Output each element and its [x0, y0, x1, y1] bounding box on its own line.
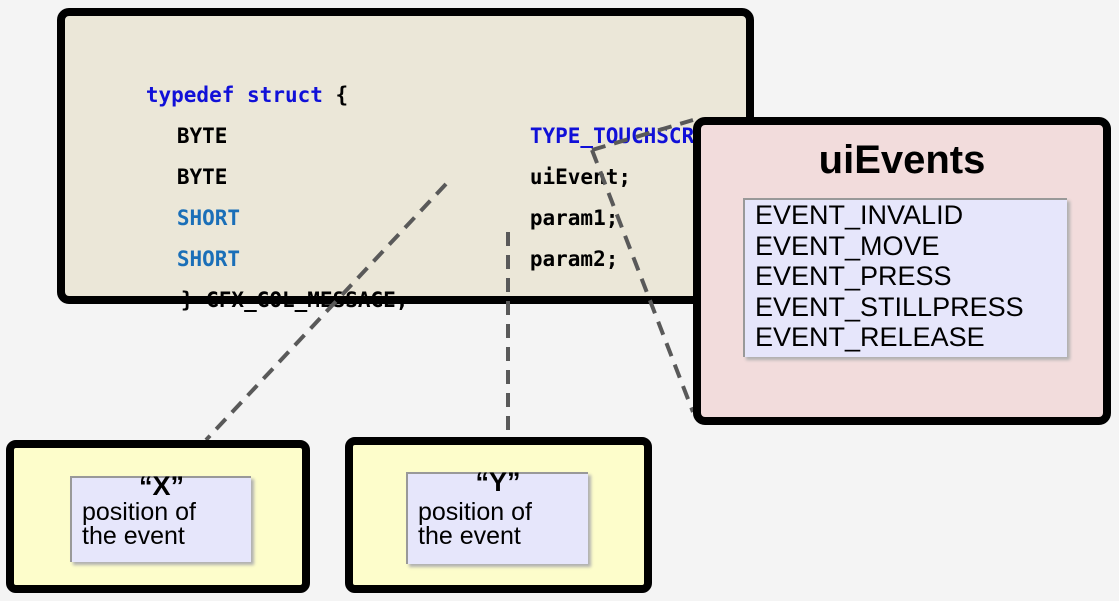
ui-events-title: uiEvents [818, 138, 986, 182]
code-line-struct-close: } GFX_GOL_MESSAGE; [105, 264, 409, 336]
x-description: position of the event [82, 498, 196, 550]
y-position-box: “Y” position of the event [345, 437, 652, 593]
code-line-typedef: typedef struct { [70, 59, 348, 131]
code-line-type-field: BYTE [101, 100, 228, 172]
keyword-typedef: typedef [145, 83, 235, 107]
event-stillpress: EVENT_STILLPRESS [755, 291, 1024, 322]
event-release: EVENT_RELEASE [755, 322, 985, 352]
field-param2: param2; [529, 247, 619, 271]
x-position-inner: “X” position of the event [70, 472, 251, 562]
event-move: EVENT_MOVE [755, 230, 940, 261]
code-struct-box: typedef struct { BYTE TYPE_TOUCHSCREEN; … [57, 8, 754, 312]
y-label: “Y” [475, 467, 521, 497]
code-line-param2-name: param2; [454, 223, 619, 295]
struct-name: } GFX_GOL_MESSAGE; [180, 288, 409, 312]
y-description: position of the event [418, 498, 532, 550]
event-invalid: EVENT_INVALID [755, 200, 964, 230]
open-brace: { [335, 83, 349, 107]
y-position-inner: “Y” position of the event [406, 468, 588, 564]
keyword-struct: struct [247, 83, 323, 107]
ui-events-box: uiEvents EVENT_INVALID EVENT_MOVE EVENT_… [693, 117, 1111, 425]
x-label: “X” [138, 471, 184, 501]
event-press: EVENT_PRESS [755, 261, 952, 291]
x-position-box: “X” position of the event [6, 440, 310, 593]
field-type-byte: BYTE [176, 124, 228, 148]
ui-events-list: EVENT_INVALID EVENT_MOVE EVENT_PRESS EVE… [743, 198, 1067, 357]
